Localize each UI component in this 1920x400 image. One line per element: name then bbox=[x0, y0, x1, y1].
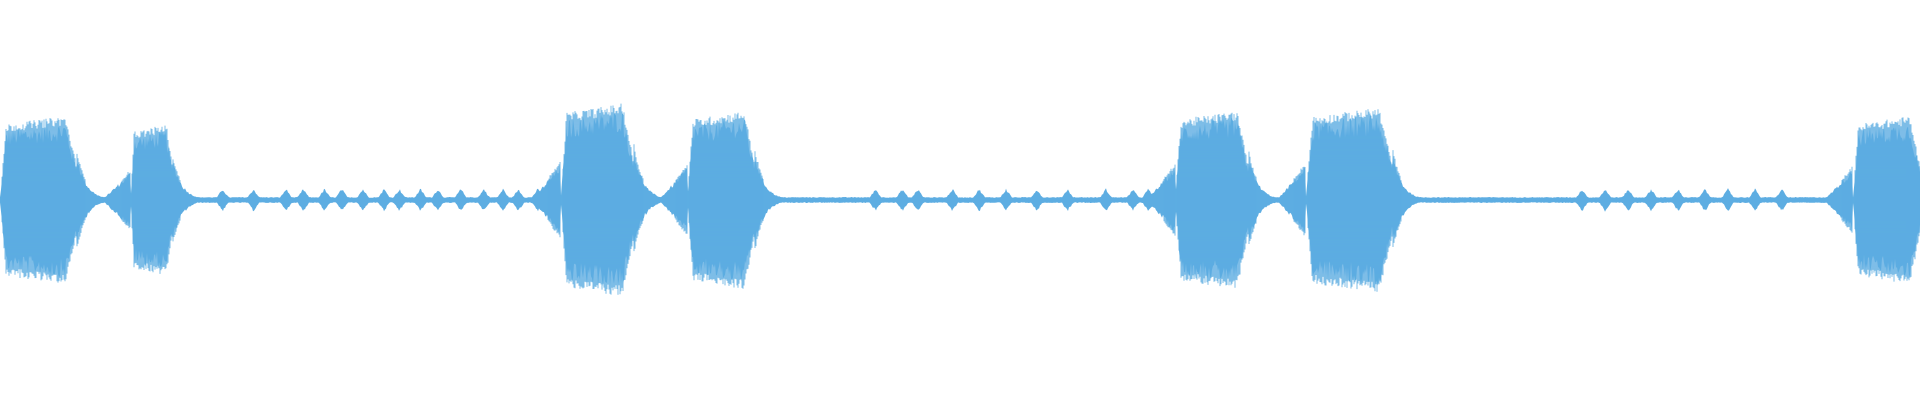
waveform-samples bbox=[0, 103, 1920, 295]
waveform-body bbox=[0, 113, 1920, 287]
waveform-peaks bbox=[1, 103, 1920, 295]
